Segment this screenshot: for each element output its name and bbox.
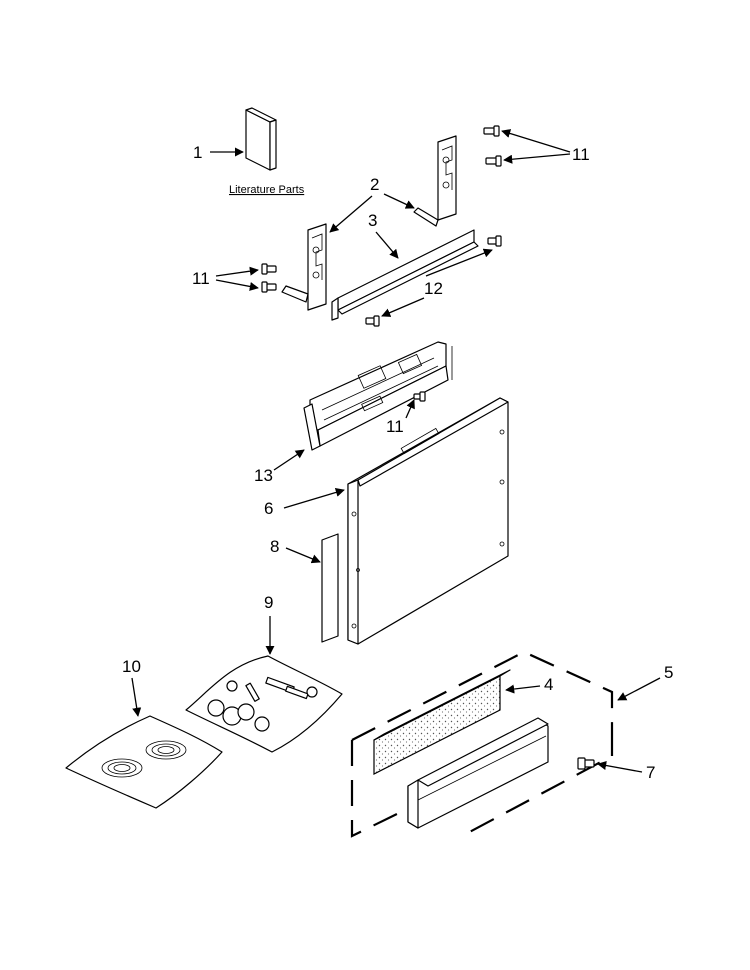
callout-8: 8	[270, 537, 279, 556]
callout-10: 10	[122, 657, 141, 676]
screw-panel	[413, 391, 426, 402]
literature-parts-label: Literature Parts	[229, 184, 305, 196]
mounting-rail	[331, 229, 479, 321]
screw-top-1	[483, 125, 500, 137]
callout-13: 13	[254, 466, 273, 485]
mounting-bracket-right	[413, 135, 457, 227]
door-insulation	[321, 533, 339, 643]
callout-11-mid: 11	[386, 417, 404, 436]
callout-7: 7	[646, 763, 655, 782]
callout-5: 5	[664, 663, 673, 682]
callout-4: 4	[544, 675, 553, 694]
screw-top-2	[485, 155, 502, 167]
toe-kick-panel	[407, 717, 549, 829]
screw-rail-right	[487, 235, 502, 247]
toe-kick-foam	[373, 669, 511, 775]
callout-1: 1	[193, 143, 202, 162]
hardware-bag	[185, 655, 343, 753]
coil-bag	[65, 715, 223, 809]
callout-11-top: 11	[572, 145, 590, 164]
callout-11-left: 11	[192, 269, 210, 288]
callout-2: 2	[370, 175, 379, 194]
callout-12: 12	[424, 279, 443, 298]
literature-parts-booklet	[245, 107, 277, 171]
control-panel-assembly	[303, 341, 453, 451]
screw-rail-left	[365, 315, 380, 327]
screw-left-2	[261, 281, 277, 293]
callout-6: 6	[264, 499, 273, 518]
mounting-bracket-left	[281, 223, 327, 311]
door-panel	[347, 397, 509, 645]
callout-9: 9	[264, 593, 273, 612]
toe-kick-screw	[577, 757, 595, 770]
screw-left-1	[261, 263, 277, 275]
callout-3: 3	[368, 211, 377, 230]
